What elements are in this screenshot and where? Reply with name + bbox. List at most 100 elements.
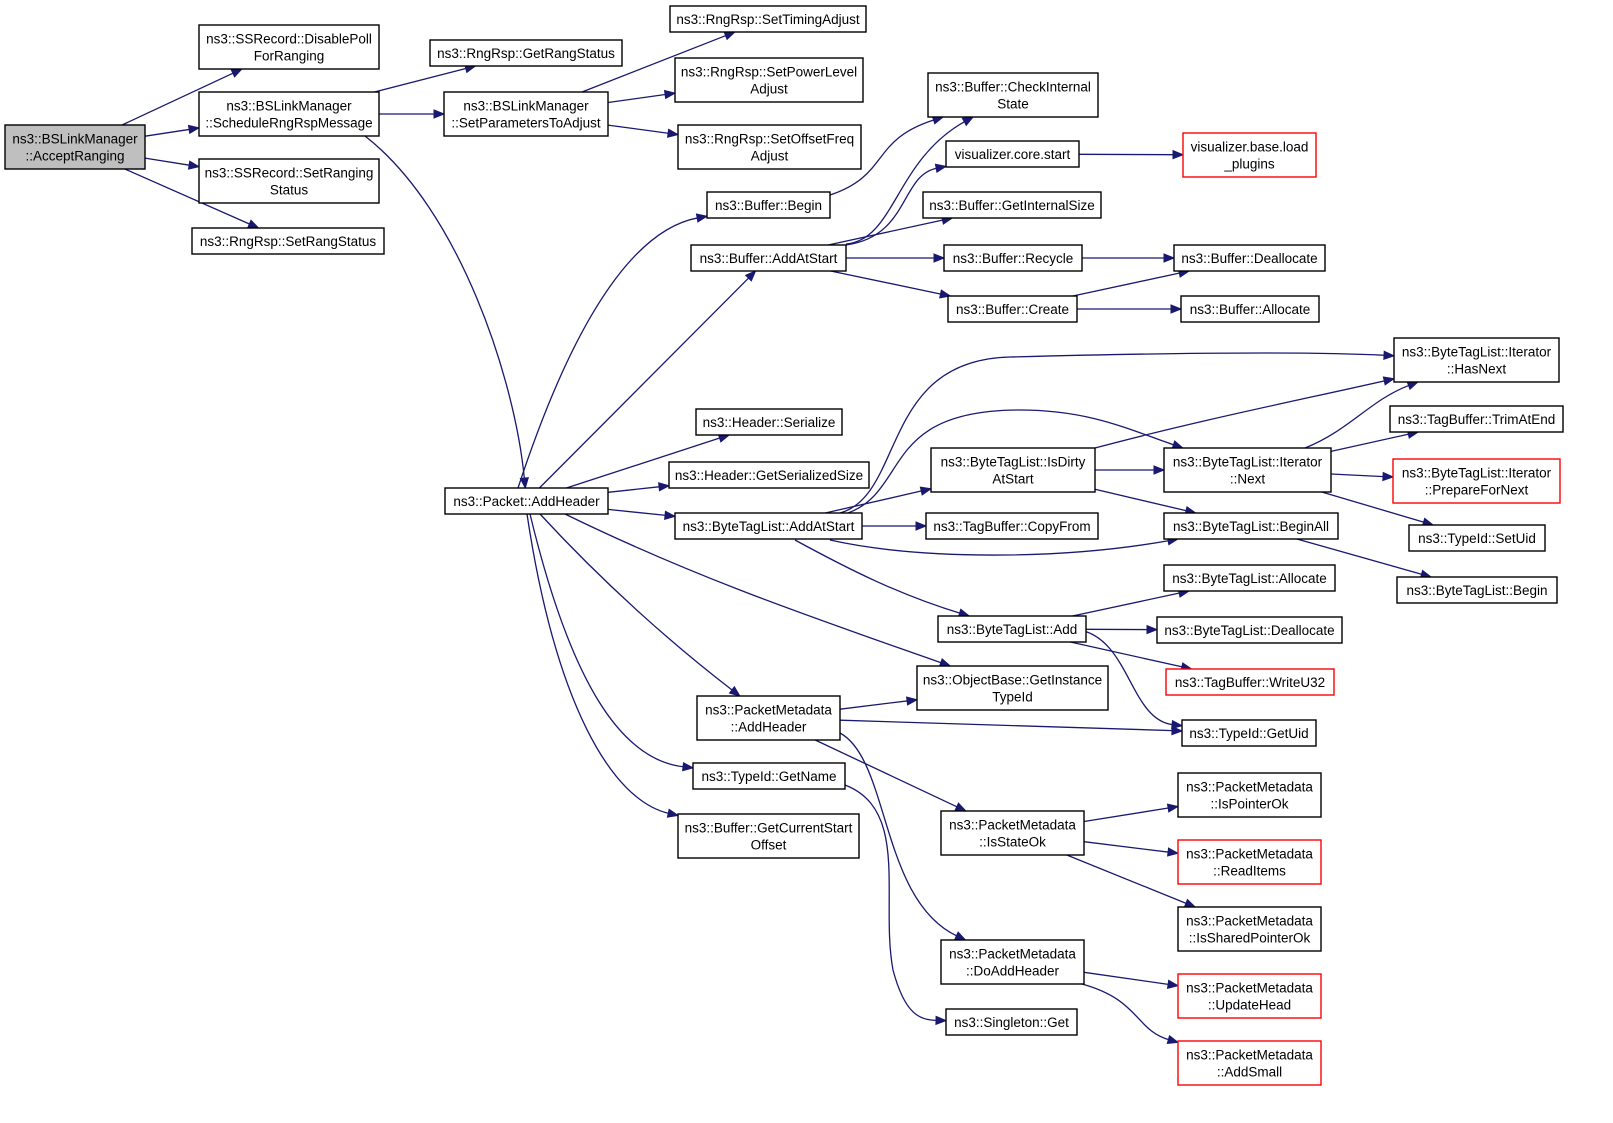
- node-accept[interactable]: ns3::BSLinkManager::AcceptRanging: [4, 124, 146, 170]
- node-doaddheader[interactable]: ns3::PacketMetadata::DoAddHeader: [940, 939, 1085, 985]
- node-btladd-box: [937, 615, 1087, 643]
- node-setoffset-box: [677, 124, 862, 170]
- node-iternext[interactable]: ns3::ByteTagList::Iterator::Next: [1163, 447, 1332, 493]
- node-settiming[interactable]: ns3::RngRsp::SetTimingAdjust: [669, 5, 867, 33]
- edge-btladdatstart-to-hasnext-arrowhead: [1383, 350, 1396, 360]
- edge-iternext-to-prepare-arrowhead: [1382, 471, 1395, 482]
- node-hasnext[interactable]: ns3::ByteTagList::Iterator::HasNext: [1393, 337, 1560, 383]
- node-alloc[interactable]: ns3::Buffer::Allocate: [1180, 295, 1320, 323]
- node-checkinternal-label-1: State: [997, 97, 1029, 112]
- node-setrangstatus[interactable]: ns3::RngRsp::SetRangStatus: [191, 227, 385, 255]
- node-writeu32[interactable]: ns3::TagBuffer::WriteU32: [1165, 668, 1335, 696]
- node-updatehead[interactable]: ns3::PacketMetadata::UpdateHead: [1177, 973, 1322, 1019]
- node-dealloc[interactable]: ns3::Buffer::Deallocate: [1173, 244, 1326, 272]
- node-checkinternal-label-0: ns3::Buffer::CheckInternal: [935, 80, 1091, 95]
- node-setparams-box: [443, 91, 609, 137]
- node-alloc-label-0: ns3::Buffer::Allocate: [1190, 302, 1311, 317]
- node-hasnext-label-1: ::HasNext: [1447, 362, 1507, 377]
- node-schedule[interactable]: ns3::BSLinkManager::ScheduleRngRspMessag…: [198, 91, 380, 137]
- edge-pktaddheader-to-hdrserialize-line: [566, 437, 721, 489]
- edge-setparams-to-setoffset: [607, 124, 680, 138]
- node-ispointerok-label-1: ::IsPointerOk: [1210, 797, 1288, 812]
- node-setoffset-label-1: Adjust: [751, 149, 789, 164]
- node-isdirty-label-1: AtStart: [992, 472, 1034, 487]
- edge-accept-to-schedule-line: [144, 128, 191, 137]
- edge-doaddheader-to-addsmall-line: [1081, 983, 1170, 1041]
- node-setuid[interactable]: ns3::TypeId::SetUid: [1408, 524, 1546, 552]
- edge-setparams-to-setoffset-arrowhead: [666, 128, 680, 138]
- edge-isdirty-to-iternext: [1095, 465, 1166, 475]
- node-btldealloc[interactable]: ns3::ByteTagList::Deallocate: [1156, 616, 1343, 644]
- node-addsmall[interactable]: ns3::PacketMetadata::AddSmall: [1177, 1040, 1322, 1086]
- node-issharedptr[interactable]: ns3::PacketMetadata::IsSharedPointerOk: [1177, 906, 1322, 952]
- edge-schedule-to-setparams-arrowhead: [433, 109, 446, 119]
- node-getuid[interactable]: ns3::TypeId::GetUid: [1181, 719, 1317, 747]
- node-recycle[interactable]: ns3::Buffer::Recycle: [943, 244, 1083, 272]
- edge-setparams-to-setpower: [607, 89, 677, 104]
- node-btlalloc[interactable]: ns3::ByteTagList::Allocate: [1163, 564, 1336, 592]
- node-btladd[interactable]: ns3::ByteTagList::Add: [937, 615, 1087, 643]
- node-getname-box: [692, 762, 846, 790]
- node-setuid-label-0: ns3::TypeId::SetUid: [1418, 531, 1536, 546]
- node-disablepoll-label-1: ForRanging: [254, 49, 325, 64]
- node-accept-label-1: ::AcceptRanging: [25, 149, 124, 164]
- edge-pktaddheader-to-pmaddheader: [539, 513, 741, 697]
- edge-btladd-to-getuid-arrowhead: [1171, 719, 1184, 730]
- node-getrangstatus-label-0: ns3::RngRsp::GetRangStatus: [437, 46, 615, 61]
- edge-pktaddheader-to-btladdatstart-line: [607, 508, 667, 517]
- node-getrangstatus[interactable]: ns3::RngRsp::GetRangStatus: [429, 39, 623, 67]
- node-settiming-label-0: ns3::RngRsp::SetTimingAdjust: [676, 12, 860, 27]
- node-setrangstatus-box: [191, 227, 385, 255]
- node-hdrserialize-box: [695, 408, 843, 436]
- node-isstateok[interactable]: ns3::PacketMetadata::IsStateOk: [940, 810, 1085, 856]
- node-vizstart[interactable]: visualizer.core.start: [945, 140, 1080, 168]
- node-singletonget[interactable]: ns3::Singleton::Get: [945, 1008, 1078, 1036]
- node-getrangstatus-box: [429, 39, 623, 67]
- node-btlbegin[interactable]: ns3::ByteTagList::Begin: [1396, 576, 1558, 604]
- node-readitems[interactable]: ns3::PacketMetadata::ReadItems: [1177, 839, 1322, 885]
- node-setparams[interactable]: ns3::BSLinkManager::SetParametersToAdjus…: [443, 91, 609, 137]
- node-trimatend[interactable]: ns3::TagBuffer::TrimAtEnd: [1389, 405, 1564, 433]
- node-create[interactable]: ns3::Buffer::Create: [947, 295, 1078, 323]
- node-schedule-label-0: ns3::BSLinkManager: [226, 99, 352, 114]
- edge-pktaddheader-to-bufbegin-arrowhead: [695, 213, 709, 223]
- node-setparams-label-1: ::SetParametersToAdjust: [451, 116, 601, 131]
- edge-create-to-alloc-arrowhead: [1170, 304, 1183, 314]
- edge-pktaddheader-to-bufaddatstart: [538, 270, 757, 489]
- node-iternext-label-1: ::Next: [1230, 472, 1266, 487]
- node-setrangingstatus-label-0: ns3::SSRecord::SetRanging: [205, 166, 374, 181]
- node-getname[interactable]: ns3::TypeId::GetName: [692, 762, 846, 790]
- node-getcurrentstart-label-0: ns3::Buffer::GetCurrentStart: [685, 821, 853, 836]
- node-ispointerok[interactable]: ns3::PacketMetadata::IsPointerOk: [1177, 772, 1322, 818]
- node-vizload[interactable]: visualizer.base.load_plugins: [1182, 132, 1317, 178]
- edge-pmaddheader-to-getinstancetypeid: [839, 696, 919, 710]
- edge-bufaddatstart-to-recycle-arrowhead: [933, 253, 946, 263]
- node-beginall[interactable]: ns3::ByteTagList::BeginAll: [1163, 512, 1339, 540]
- edge-pktaddheader-to-bufbegin-line: [517, 217, 699, 489]
- node-hdrsize[interactable]: ns3::Header::GetSerializedSize: [668, 461, 870, 489]
- edge-create-to-alloc: [1077, 304, 1183, 314]
- node-prepare[interactable]: ns3::ByteTagList::Iterator::PrepareForNe…: [1392, 458, 1561, 504]
- edge-btladdatstart-to-copyfrom-arrowhead: [915, 521, 928, 531]
- edge-pktaddheader-to-getname: [529, 513, 695, 772]
- node-setpower-box: [674, 57, 864, 103]
- node-getinternalsize[interactable]: ns3::Buffer::GetInternalSize: [922, 191, 1102, 219]
- node-bufaddatstart[interactable]: ns3::Buffer::AddAtStart: [690, 244, 847, 272]
- node-btladdatstart[interactable]: ns3::ByteTagList::AddAtStart: [674, 512, 863, 540]
- node-bufbegin[interactable]: ns3::Buffer::Begin: [706, 191, 831, 219]
- edge-vizstart-to-vizload-arrowhead: [1172, 149, 1185, 160]
- node-pktaddheader[interactable]: ns3::Packet::AddHeader: [444, 487, 609, 515]
- node-hdrserialize[interactable]: ns3::Header::Serialize: [695, 408, 843, 436]
- edge-isstateok-to-ispointerok: [1083, 803, 1180, 823]
- node-copyfrom[interactable]: ns3::TagBuffer::CopyFrom: [925, 512, 1099, 540]
- node-pmaddheader[interactable]: ns3::PacketMetadata::AddHeader: [696, 695, 841, 741]
- edge-accept-to-setrangstatus-arrowhead: [247, 219, 260, 229]
